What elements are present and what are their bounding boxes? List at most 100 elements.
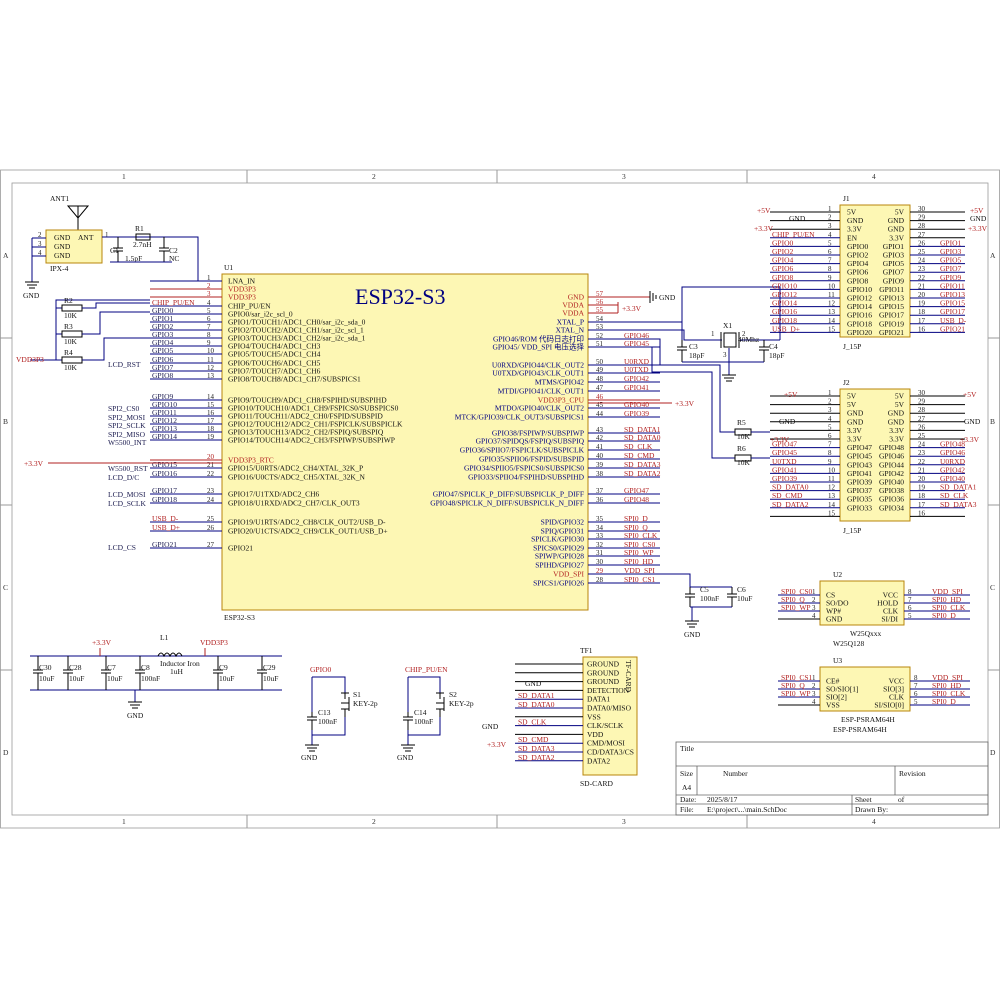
pin-name: GPIO20/U1CTS/ADC2_CH9/CLK_OUT1/USB_D+ — [228, 527, 388, 536]
decoupling-capacitor — [63, 656, 73, 690]
tf-card: TF1 TF-CARD SD-CARD GROUNDGROUNDGROUNDDE… — [482, 646, 638, 788]
v33-label: +3.3V — [754, 224, 774, 233]
header-pin-name: GPIO5 — [883, 259, 905, 268]
header-pin-name: 3.3V — [889, 435, 904, 444]
left-function-labels: LCD_RST SPI2_CS0 SPI2_MOSI SPI2_SCLK SPI… — [24, 360, 222, 552]
pin-number: 32 — [596, 541, 604, 549]
pin-number: 42 — [596, 434, 604, 442]
net-label: GPIO18 — [152, 495, 177, 504]
pin-name: GPIO0/sar_i2c_scl_0 — [228, 310, 293, 319]
c4-capacitor — [759, 340, 769, 362]
u3-psram: U3 ESP-PSRAM64H ESP-PSRAM64H CE#1SPI0_CS… — [778, 656, 970, 734]
net-label: GPIO41 — [772, 465, 797, 474]
header-pin-name: GND — [847, 216, 864, 225]
net-label: SPI0_HD — [932, 595, 962, 604]
v5-label: +5V — [970, 206, 984, 215]
pin-name: GPIO4/TOUCH4/ADC1_CH3 — [228, 342, 321, 351]
u2-ref: U2 — [833, 570, 842, 579]
ground-symbol — [128, 701, 142, 709]
date-value: 2025/8/17 — [707, 795, 738, 804]
net-label: SD_DATA3 — [940, 500, 977, 509]
pin-number: 16 — [918, 509, 926, 517]
s2-ref: S2 — [449, 690, 457, 699]
j2-body — [839, 388, 911, 522]
pin-name: GPIO11/TOUCH11/ADC2_CH0/FSPID/SUBSPID — [228, 412, 383, 421]
net-label: GPIO8 — [152, 371, 174, 380]
pin-name: GPIO21 — [228, 544, 253, 553]
pin-number: 20 — [207, 453, 215, 461]
net-label: GPIO41 — [624, 383, 649, 392]
net-label: GPIO12 — [152, 416, 177, 425]
header-pin-name: GPIO4 — [847, 259, 869, 268]
net-label: GPIO40 — [940, 474, 965, 483]
cap-value: 10uF — [107, 674, 122, 683]
col-label: 4 — [872, 817, 876, 826]
drawn-by-label: Drawn By: — [855, 805, 888, 814]
net-label: GPIO0 — [152, 306, 174, 315]
net-label: SD_CLK — [624, 442, 653, 451]
x1-ref: X1 — [723, 321, 732, 330]
net-label: GPIO4 — [772, 256, 794, 265]
pin-name: GPIO19/U1RTS/ADC2_CH8/CLK_OUT2/USB_D- — [228, 518, 386, 527]
net-label: GPIO1 — [940, 238, 962, 247]
vdd-label: VDD3P3 — [16, 355, 44, 364]
buttons: GPIO0 C13 100nF S1 KEY-2p GND CHIP_PU/EN… — [301, 665, 474, 762]
net-label: SPI0_D — [932, 697, 956, 706]
pin-name: VDD3P3_RTC — [228, 456, 274, 465]
pin-name: GPIO5/TOUCH5/ADC1_CH4 — [228, 350, 321, 359]
header-pin-name: GPIO40 — [879, 478, 904, 487]
net-label: GPIO45 — [624, 339, 649, 348]
gnd-label: GND — [779, 417, 796, 426]
pin-number: 15 — [828, 325, 836, 333]
r2-ref: R2 — [64, 296, 73, 305]
header-pin-name: GPIO9 — [883, 276, 905, 285]
net-label: GPIO14 — [772, 299, 797, 308]
net-label: SPI0_CS1 — [781, 673, 813, 682]
net-label: GPIO18 — [772, 316, 797, 325]
r6-value: 10K — [737, 458, 751, 467]
pin-number: 52 — [596, 332, 604, 340]
label-spi2-sclk: SPI2_SCLK — [108, 421, 146, 430]
label-lcd-mosi: LCD_MOSI — [108, 490, 146, 499]
tf1-body — [582, 656, 638, 776]
header-pin-name: GPIO44 — [879, 460, 904, 469]
pin-number: 10 — [207, 347, 215, 355]
net-label: VDD_SPI — [624, 566, 655, 575]
c14-capacitor — [403, 712, 413, 730]
cap-value: 10uF — [69, 674, 84, 683]
net-label: SPI0_WP — [781, 689, 811, 698]
net-label: CHIP_PU/EN — [152, 298, 195, 307]
pin-number: 7 — [828, 257, 832, 265]
pin-number: 3 — [828, 222, 832, 230]
r3-ref: R3 — [64, 322, 73, 331]
header-pin-name: GPIO43 — [847, 460, 872, 469]
net-label: SPI0_WP — [624, 548, 654, 557]
power-decoupling: +3.3V VDD3P3 L1 Inductor Iron 1uH C3010u… — [30, 633, 282, 720]
ground-symbol — [25, 281, 39, 289]
net-label: SD_DATA1 — [624, 425, 661, 434]
net-label: GPIO4 — [152, 338, 174, 347]
pin-number: 7 — [828, 441, 832, 449]
pin-name: GPIO3/TOUCH3/ADC1_CH2/sar_i2c_sda_1 — [228, 334, 366, 343]
pin-name: GND — [826, 615, 843, 624]
pin-number: 41 — [596, 443, 604, 451]
pin-number: 18 — [918, 308, 926, 316]
s1-value: KEY-2p — [353, 699, 378, 708]
pin-number: 27 — [207, 541, 215, 549]
decoupling-capacitor — [33, 656, 43, 690]
c3-ref: C3 — [689, 342, 698, 351]
pin-number: 4 — [828, 415, 832, 423]
c13-value: 100nF — [318, 717, 337, 726]
net-label: GPIO3 — [152, 330, 174, 339]
cap-ref: C9 — [219, 663, 228, 672]
u2-name: W25Qxxx — [850, 629, 881, 638]
pullup-resistors: R2 10K R3 10K R4 10K VDD3P3 — [16, 296, 150, 372]
header-pin-name: GND — [847, 409, 864, 418]
pin-number: 22 — [207, 470, 215, 478]
gnd-label: GND — [970, 214, 987, 223]
pin-number: 5 — [207, 307, 211, 315]
pin-name: GPIO33/SPIIO4/FSPIHD/SUBSPIHD — [468, 473, 584, 482]
pin-name: GPIO14/TOUCH14/ADC2_CH3/FSPIWP/SUBSPIWP — [228, 436, 395, 445]
